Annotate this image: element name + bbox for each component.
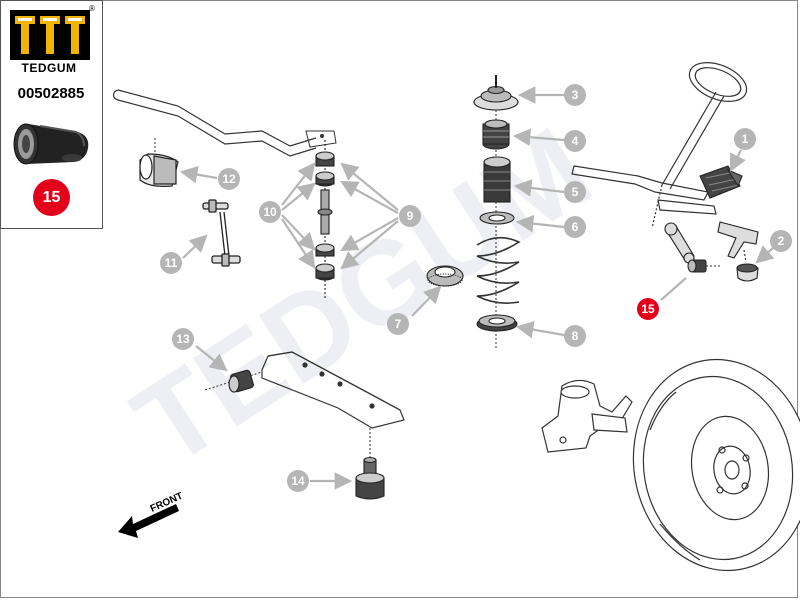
svg-text:4: 4	[572, 134, 579, 148]
svg-text:5: 5	[572, 185, 579, 199]
strut-top-mount-part-3	[473, 75, 519, 111]
svg-text:6: 6	[572, 220, 579, 234]
callout-5: 5	[564, 181, 586, 203]
registered-mark: ®	[89, 4, 95, 13]
mount-bushing-part-14	[355, 456, 385, 500]
callout-6: 6	[564, 216, 586, 238]
svg-text:10: 10	[263, 205, 277, 219]
callout-10: 10	[259, 201, 281, 223]
crossmember-bracket	[261, 351, 405, 429]
bump-stop-part-4	[482, 119, 510, 150]
callout-2: 2	[770, 230, 792, 252]
svg-text:1: 1	[742, 132, 749, 146]
watermark-text: TEDGUM	[112, 103, 613, 492]
stabilizer-link-part-11	[202, 199, 241, 267]
lower-spring-seat-part-8	[476, 314, 518, 332]
highlighted-bushing-part-15	[687, 259, 722, 273]
callout-leaders	[179, 86, 775, 490]
callout-11: 11	[160, 252, 182, 274]
callout-12: 12	[218, 168, 240, 190]
callout-8: 8	[564, 325, 586, 347]
link-bushing-stack-parts-9-10	[315, 140, 335, 300]
highlighted-part-badge: 15	[33, 179, 70, 216]
callout-13: 13	[172, 328, 194, 350]
part-info-box: ® TEDGUM 00502885 15	[0, 0, 103, 229]
callout-1: 1	[734, 128, 756, 150]
svg-text:9: 9	[407, 209, 414, 223]
svg-text:15: 15	[641, 302, 655, 316]
steering-boot-part-1	[699, 165, 743, 199]
callout-4: 4	[564, 130, 586, 152]
coil-spring	[476, 236, 521, 304]
steering-knuckle	[541, 379, 633, 453]
svg-text:7: 7	[395, 317, 402, 331]
stabilizer-bushing-part-12	[139, 153, 179, 187]
callout-3: 3	[564, 84, 586, 106]
bushing-thumbnail	[13, 123, 89, 165]
steering-column	[571, 62, 748, 229]
tedgum-logo	[10, 10, 90, 60]
svg-text:11: 11	[165, 256, 178, 270]
svg-text:13: 13	[176, 332, 190, 346]
part-number: 00502885	[17, 85, 85, 102]
svg-text:3: 3	[572, 88, 579, 102]
callout-14: 14	[287, 470, 309, 492]
callout-9: 9	[399, 205, 421, 227]
strut-bearing-part-7	[426, 265, 464, 287]
wheel-and-tire	[632, 358, 800, 572]
callout-markers: 1 2 3 4 5 6 7 8 9 10 11 12 13 14 15	[160, 84, 792, 492]
callout-15: 15	[637, 298, 659, 320]
ball-joint-boot-part-2	[736, 263, 759, 282]
svg-text:8: 8	[572, 329, 579, 343]
callout-7: 7	[387, 313, 409, 335]
spring-seat-part-6	[479, 211, 515, 225]
front-direction-arrow: FRONT	[118, 491, 185, 538]
stabilizer-bar	[112, 89, 337, 157]
crossmember-bushing-part-13	[228, 369, 254, 393]
svg-text:14: 14	[291, 474, 305, 488]
svg-text:2: 2	[778, 234, 785, 248]
dust-boot-part-5	[483, 156, 511, 203]
tie-rod-end	[717, 221, 759, 263]
pitman-arm	[664, 222, 695, 264]
svg-text:12: 12	[222, 172, 236, 186]
brand-name: TEDGUM	[21, 61, 77, 75]
